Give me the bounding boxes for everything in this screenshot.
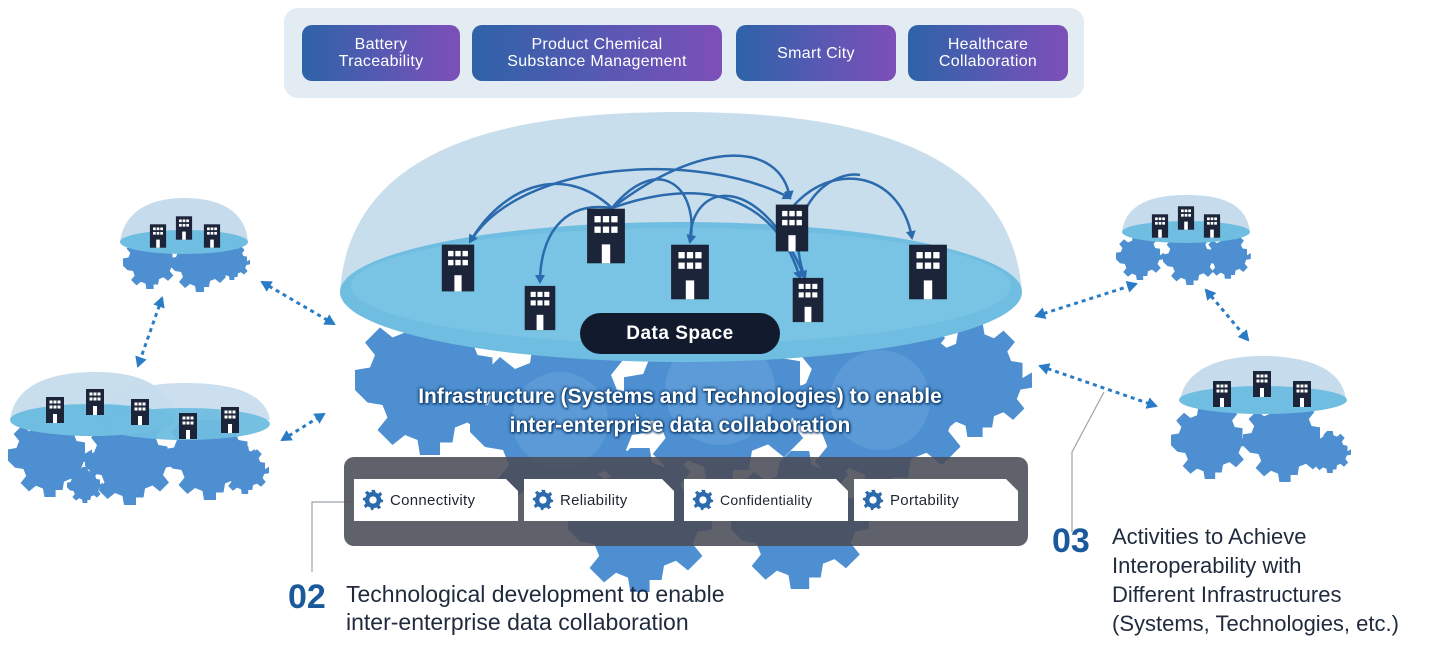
use-case-smart-city: Smart City (736, 25, 896, 81)
caption-03-line-1: Activities to Achieve (1112, 524, 1307, 549)
gear-icon (692, 489, 714, 511)
caption-leader-lines (311, 391, 1105, 572)
caption-03-line-3: Different Infrastructures (1112, 582, 1342, 607)
tech-confidentiality-label: Confidentiality (720, 492, 813, 508)
gear-icon (862, 489, 884, 511)
caption-02-line-2: inter-enterprise data collaboration (346, 609, 689, 635)
gear-icon (362, 489, 384, 511)
caption-03: Activities to Achieve Interoperability w… (1112, 522, 1399, 638)
caption-03-number: 03 (1052, 522, 1090, 560)
external-data-space-right-top (1116, 195, 1251, 285)
external-data-space-left-bottom (8, 372, 270, 505)
tech-portability: Portability (854, 479, 1018, 521)
external-data-space-left-top (120, 198, 250, 292)
data-space-label: Data Space (580, 313, 780, 354)
tech-confidentiality: Confidentiality (684, 479, 848, 521)
infrastructure-line-2: inter-enterprise data collaboration (509, 414, 851, 437)
tech-portability-label: Portability (890, 491, 960, 509)
caption-02: Technological development to enable inte… (346, 580, 725, 636)
use-case-battery-traceability: Battery Traceability (302, 25, 460, 81)
tech-reliability-label: Reliability (560, 491, 628, 509)
data-exchange-arrows (468, 154, 916, 284)
gear-icon (532, 489, 554, 511)
interoperability-connectors (135, 280, 1250, 442)
use-case-panel: Battery Traceability Product Chemical Su… (284, 8, 1084, 98)
technology-panel: Connectivity Reliability Confidentiality… (344, 457, 1028, 546)
tech-reliability: Reliability (524, 479, 674, 521)
infrastructure-line-1: Infrastructure (Systems and Technologies… (418, 385, 942, 408)
use-case-product-chemical: Product Chemical Substance Management (472, 25, 722, 81)
external-data-space-right-bottom (1171, 356, 1351, 482)
caption-02-number: 02 (288, 578, 326, 616)
tech-connectivity-label: Connectivity (390, 491, 476, 509)
infrastructure-title: Infrastructure (Systems and Technologies… (330, 382, 1030, 440)
central-gear-cluster (355, 294, 1032, 592)
tech-connectivity: Connectivity (354, 479, 518, 521)
caption-03-line-2: Interoperability with (1112, 553, 1302, 578)
caption-02-line-1: Technological development to enable (346, 581, 725, 607)
use-case-healthcare: Healthcare Collaboration (908, 25, 1068, 81)
caption-03-line-4: (Systems, Technologies, etc.) (1112, 611, 1399, 636)
